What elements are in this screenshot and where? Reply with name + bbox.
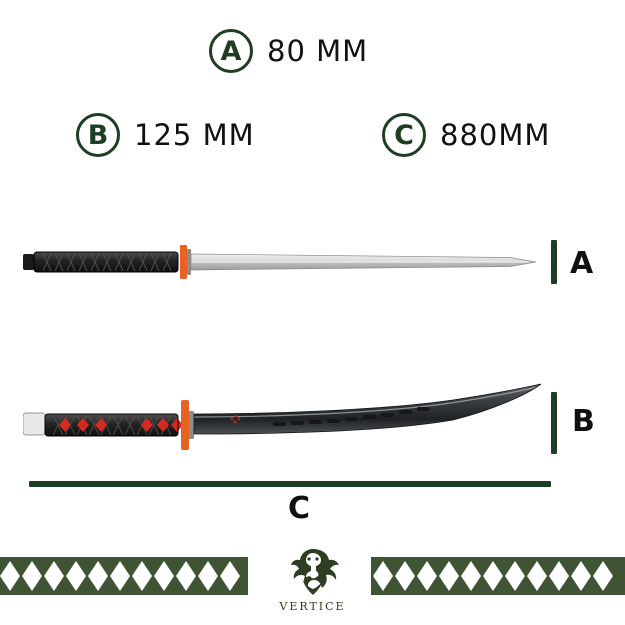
- legend-badge-c: C: [382, 113, 426, 157]
- legend-label-a: 80 MM: [267, 34, 369, 68]
- blade: [193, 383, 542, 435]
- handle-diamonds: [59, 418, 183, 432]
- grip: [33, 251, 179, 273]
- blade-marking: [230, 414, 241, 424]
- legend-item-c: C 880MM: [382, 113, 550, 157]
- footer: VERTICE: [0, 549, 625, 625]
- legend-label-b: 125 MM: [134, 118, 255, 152]
- brand-logo: [0, 545, 625, 601]
- katana-sword-illustration: [23, 383, 542, 450]
- legend-item-b: B 125 MM: [76, 113, 255, 157]
- dimension-bar-a: [551, 240, 557, 284]
- pommel: [23, 412, 46, 436]
- dimension-bar-c: [29, 481, 551, 487]
- handle-wrap: [44, 413, 183, 437]
- legend-badge-b: B: [76, 113, 120, 157]
- footer-pattern-left: [0, 557, 248, 595]
- brand-name: VERTICE: [279, 600, 346, 613]
- legend-badge-a: A: [209, 29, 253, 73]
- dimension-label-a: A: [570, 246, 594, 281]
- dragon-icon: [290, 549, 339, 595]
- guard: [180, 245, 191, 279]
- blade: [190, 253, 536, 271]
- legend-label-c: 880MM: [440, 118, 551, 152]
- legend-item-a: A 80 MM: [209, 29, 368, 73]
- blade-notches: [273, 407, 429, 426]
- pommel: [23, 254, 34, 270]
- dimension-label-b: B: [572, 404, 595, 439]
- guard: [181, 400, 194, 450]
- dimension-label-c: C: [288, 491, 311, 526]
- footer-pattern-right: [371, 557, 625, 595]
- straight-sword-illustration: [23, 245, 536, 279]
- dimension-bar-b: [551, 392, 557, 454]
